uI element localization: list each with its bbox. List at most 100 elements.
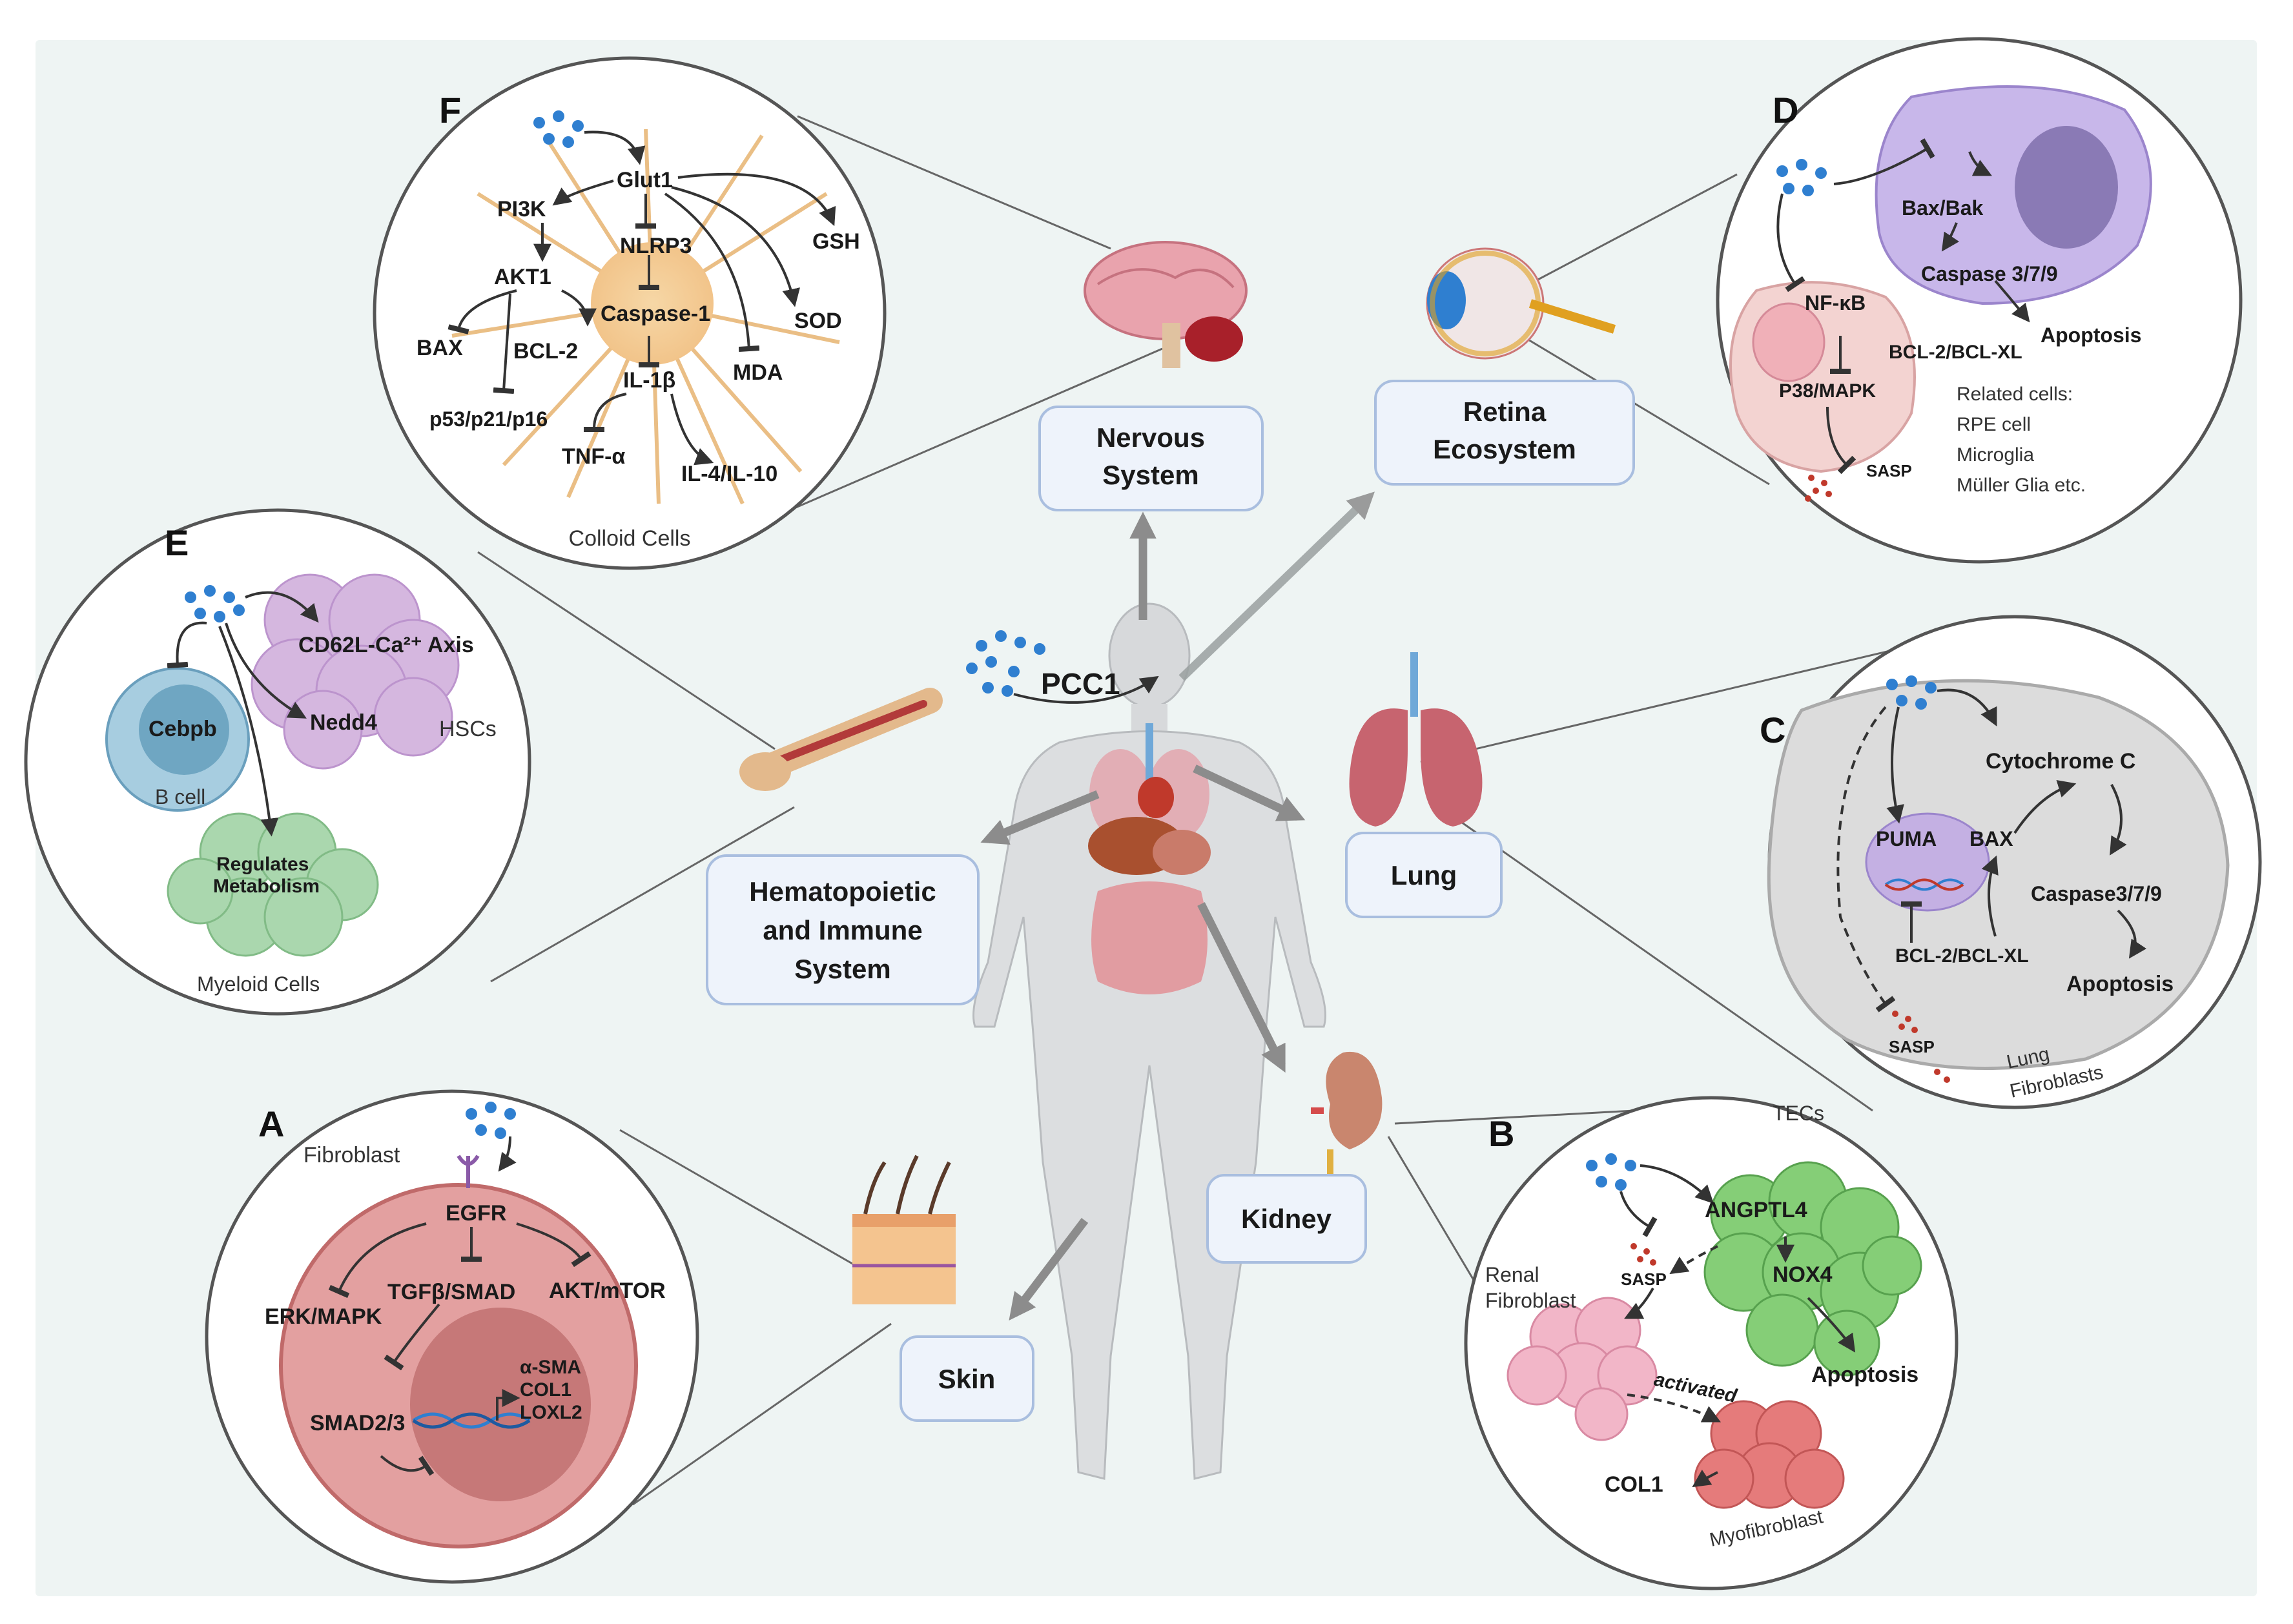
- dna-icon: [412, 1412, 531, 1429]
- diagram-label: Cebpb: [149, 717, 217, 741]
- diagram-label: Müller Glia etc.: [1957, 475, 2086, 496]
- diagram-label: p53/p21/p16: [429, 407, 548, 431]
- diagram-label: B: [1488, 1113, 1514, 1154]
- panel-f-arrows: [447, 130, 836, 466]
- diagram-label: and Immune: [763, 915, 922, 945]
- diagram-label: NOX4: [1773, 1262, 1833, 1287]
- diagram-label: Skin: [938, 1364, 996, 1394]
- panel-e-arrows: [167, 591, 319, 837]
- diagram-label: COL1: [520, 1379, 571, 1401]
- panel-f: F: [373, 56, 887, 570]
- diagram-label: Colloid Cells: [569, 526, 691, 551]
- dna-icon: [1884, 878, 1964, 891]
- renal-fibroblast-cluster: [1506, 1297, 1658, 1441]
- drug-dots: [966, 630, 1045, 697]
- lungs-icon: [1349, 652, 1483, 827]
- diagram-label: BAX: [1969, 827, 2013, 850]
- drug-dots: [533, 110, 584, 148]
- diagram-label: BAX: [416, 336, 463, 360]
- diagram-label: Related cells:: [1957, 384, 2073, 405]
- pcc1-drug: PCC1: [966, 630, 1159, 704]
- human-body-figure: [972, 602, 1326, 1480]
- panel-b: B TECs: [1464, 1096, 1959, 1590]
- diagram-label: BCL-2/BCL-XL: [1889, 342, 2022, 363]
- diagram-label: TGFβ/SMAD: [387, 1280, 515, 1304]
- diagram-label: Ecosystem: [1433, 434, 1576, 464]
- diagram-label: B cell: [155, 785, 205, 808]
- organ-arrows: [980, 491, 1375, 1321]
- lung-box: Lung: [1345, 832, 1503, 918]
- drug-dots: [1776, 159, 1827, 196]
- sasp-dots: [1892, 1011, 1950, 1083]
- diagram-label: Apoptosis: [2066, 972, 2174, 996]
- drug-dots: [1886, 675, 1937, 710]
- panel-e: E CD62L-Ca²⁺ Axis Nedd4 HSCs Cebpb B cel…: [24, 508, 531, 1016]
- kidney-icon: [1311, 1051, 1383, 1188]
- diagram-label: Metabolism: [213, 876, 320, 897]
- diagram-label: Hematopoietic: [749, 876, 936, 907]
- diagram-label: P38/MAPK: [1779, 380, 1876, 402]
- diagram-label: AKT1: [494, 265, 551, 289]
- skin-box: Skin: [900, 1335, 1034, 1422]
- diagram-label: System: [1102, 460, 1198, 490]
- diagram-label: Fibroblast: [1485, 1289, 1576, 1312]
- diagram-label: Cytochrome C: [1986, 749, 2135, 774]
- diagram-label: System: [794, 954, 890, 984]
- diagram-label: PI3K: [497, 197, 546, 221]
- diagram-label: Microglia: [1957, 444, 2034, 466]
- panel-a-arrows: [328, 1136, 591, 1476]
- diagram-label: NF-κB: [1805, 291, 1866, 314]
- diagram-label: Apoptosis: [2041, 324, 2141, 347]
- diagram-label: E: [165, 522, 189, 563]
- panel-c-arrows: [1836, 688, 2147, 1012]
- diagram-label: α-SMA: [520, 1357, 581, 1378]
- diagram-label: IL-4/IL-10: [681, 462, 777, 486]
- diagram-label: AKT/mTOR: [549, 1279, 666, 1303]
- eye-icon: [1426, 247, 1616, 360]
- diagram-label: Kidney: [1241, 1204, 1332, 1234]
- diagram-label: Retina: [1463, 396, 1547, 427]
- sasp-dots: [1630, 1243, 1656, 1266]
- diagram-label: MDA: [733, 360, 783, 385]
- retina-ecosystem-box: Retina Ecosystem: [1374, 380, 1635, 486]
- diagram-label: Myeloid Cells: [197, 972, 320, 996]
- diagram-label: TECs: [1773, 1102, 1824, 1125]
- drug-dots: [466, 1102, 516, 1139]
- diagram-label: D: [1773, 90, 1798, 130]
- panel-b-arrows: [1619, 1164, 1856, 1488]
- drug-dots: [1586, 1153, 1636, 1191]
- pcc1-label: PCC1: [1041, 667, 1120, 701]
- diagram-label: BCL-2: [513, 339, 578, 364]
- diagram-label: SOD: [794, 309, 842, 333]
- diagram-label: Bax/Bak: [1902, 196, 1984, 220]
- hematopoietic-immune-box: Hematopoietic and Immune System: [706, 854, 980, 1005]
- diagram-label: Nervous: [1096, 422, 1205, 453]
- tec-cluster: [1703, 1161, 1922, 1377]
- panel-d: D Bax/Bak Caspase 3/7/9 Apoptosis NF-κB …: [1716, 37, 2243, 564]
- diagram-label: SASP: [1889, 1037, 1935, 1056]
- receptor-icon: [457, 1155, 480, 1188]
- diagram-label: LOXL2: [520, 1402, 582, 1423]
- sasp-dots: [1805, 475, 1832, 502]
- panel-a: A Fibroblast EGFR TGFβ/SMAD AKT/mTOR ERK…: [205, 1089, 699, 1584]
- diagram-label: Fibroblast: [303, 1143, 400, 1167]
- bone-marrow-icon: [739, 688, 943, 791]
- diagram-label: ANGPTL4: [1705, 1198, 1807, 1222]
- diagram-label: GSH: [812, 229, 860, 254]
- diagram-label: COL1: [1605, 1472, 1663, 1497]
- diagram-label: Regulates: [216, 854, 309, 875]
- diagram-label: SASP: [1621, 1269, 1667, 1289]
- myofibroblast-cluster: [1694, 1400, 1845, 1509]
- skin-icon: [852, 1155, 956, 1304]
- diagram-label: A: [258, 1104, 284, 1144]
- diagram-label: Caspase 3/7/9: [1921, 262, 2058, 285]
- diagram-label: BCL-2/BCL-XL: [1895, 945, 2029, 967]
- diagram-label: Apoptosis: [1811, 1362, 1918, 1387]
- diagram-label: Lung: [1391, 860, 1457, 890]
- diagram-label: C: [1760, 710, 1785, 750]
- diagram-label: HSCs: [439, 717, 497, 741]
- diagram-label: IL-1β: [623, 368, 675, 393]
- brain-icon: [1084, 241, 1248, 368]
- diagram-label: SASP: [1866, 461, 1912, 480]
